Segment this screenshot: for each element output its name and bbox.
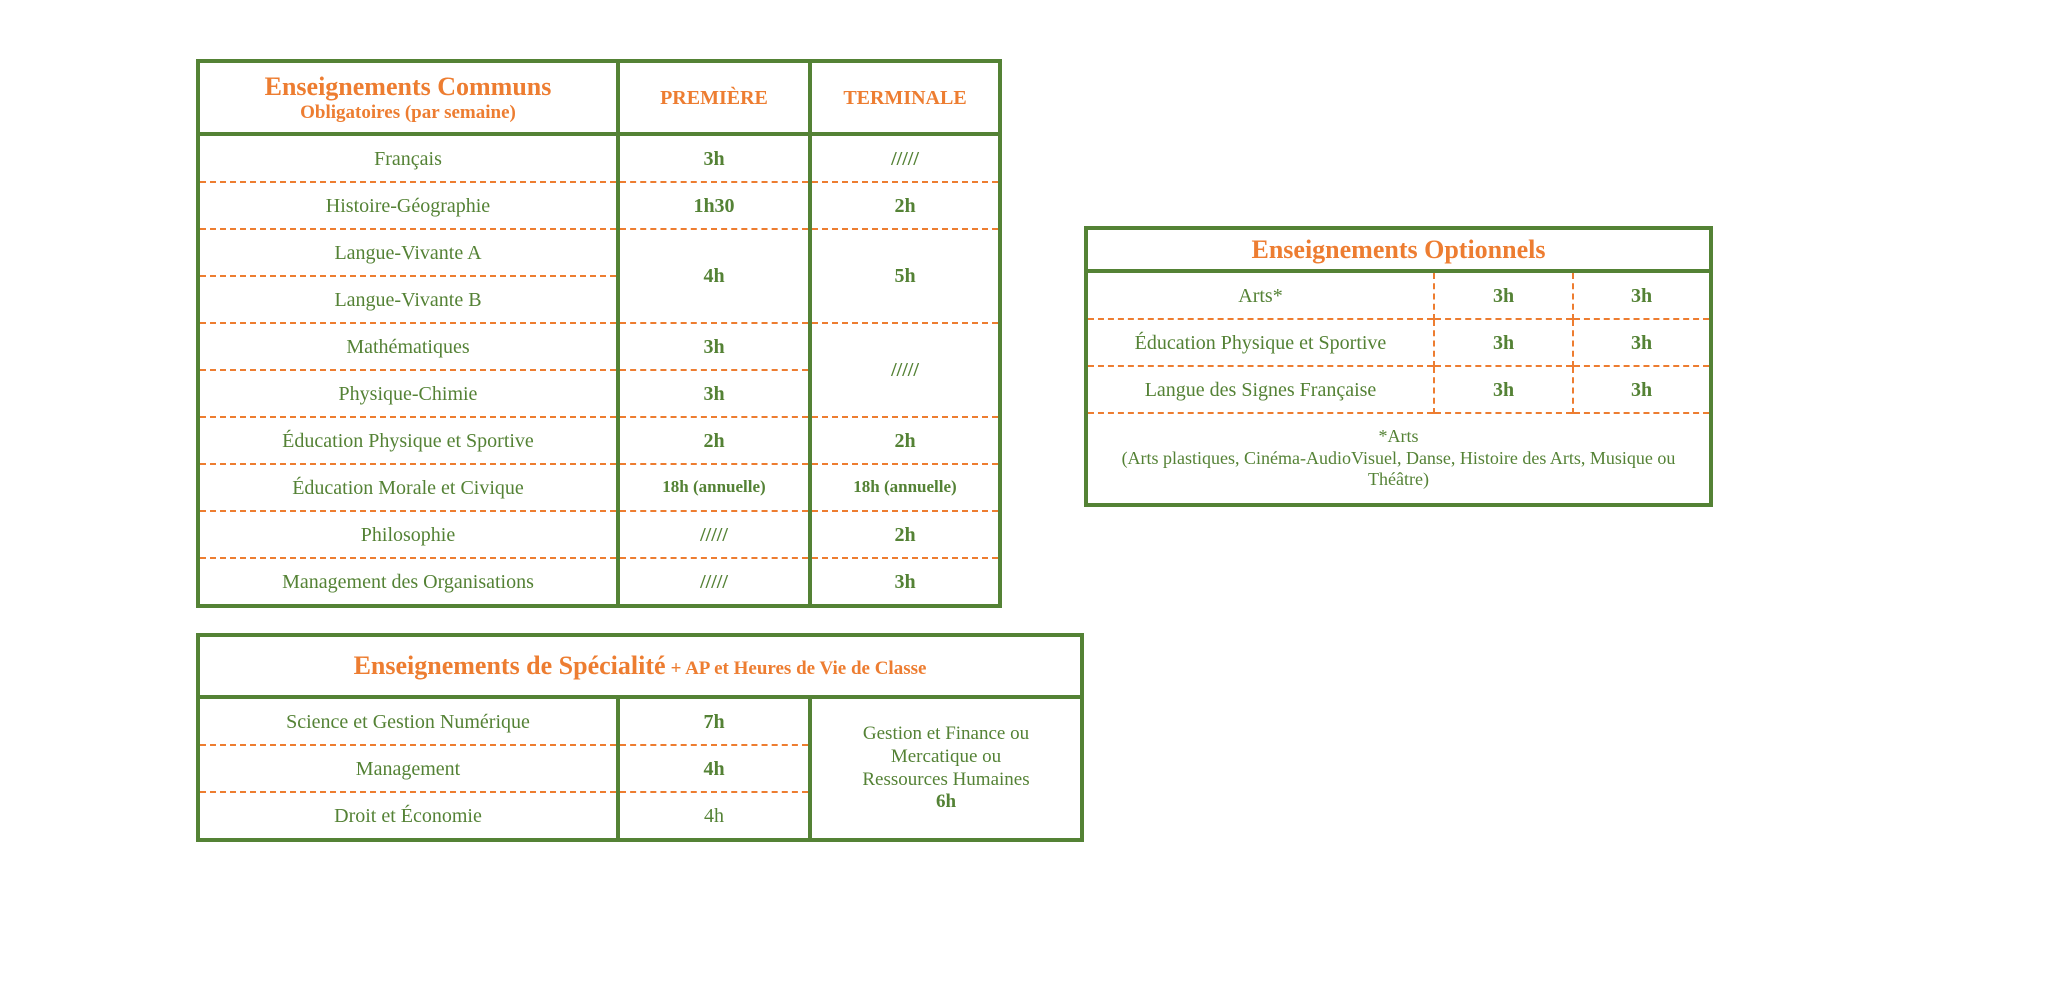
hours-premiere: 3h	[1433, 271, 1573, 319]
subject: Langue des Signes Française	[1086, 365, 1434, 413]
hours-terminale: 3h	[1572, 271, 1711, 319]
hours-terminale: /////	[808, 322, 1000, 417]
hours-premiere: 3h	[616, 322, 810, 370]
subject: Management des Organisations	[198, 557, 618, 606]
subject: Français	[374, 147, 442, 170]
footnote-title: *Arts	[1378, 426, 1419, 447]
subject: Management	[198, 744, 618, 792]
hours-terminale: 5h	[808, 228, 1000, 323]
header-terminale: TERMINALE	[808, 61, 1000, 136]
hours-premiere: 3h	[1433, 318, 1573, 366]
subject: Arts*	[1238, 284, 1283, 307]
hours-premiere: /////	[616, 510, 810, 558]
header-premiere: PREMIÈRE	[616, 61, 810, 136]
hours-premiere: 4h	[616, 791, 810, 840]
subject: Mathématiques	[198, 322, 618, 370]
communs-title: Enseignements Communs	[264, 71, 552, 101]
subject: Langue-Vivante B	[198, 275, 618, 323]
subject: Physique-Chimie	[198, 369, 618, 417]
terminale-hours: 6h	[935, 791, 957, 813]
footnote-body: (Arts plastiques, Cinéma-AudioVisuel, Da…	[1121, 447, 1676, 490]
hours-premiere: 3h	[616, 369, 810, 417]
table-row: Langue-Vivante B	[198, 275, 1000, 323]
arts-footnote: *Arts(Arts plastiques, Cinéma-AudioVisue…	[1086, 412, 1711, 505]
table-row: Management des Organisations/////3h	[198, 557, 1000, 606]
optionnels-title: Enseignements Optionnels	[1086, 228, 1711, 273]
hours-premiere: 4h	[616, 228, 810, 323]
subject: Histoire-Géographie	[198, 181, 618, 229]
specialite-table: Enseignements de Spécialité + AP et Heur…	[196, 633, 1084, 842]
hours-terminale: 3h	[1572, 365, 1711, 413]
table-row: Science et Gestion Numérique 7h Gestion e…	[198, 697, 1082, 840]
hours-premiere: 1h30	[616, 181, 810, 229]
specialite-subtitle: + AP et Heures de Vie de Classe	[670, 658, 927, 680]
subject: Philosophie	[198, 510, 618, 558]
terminale-option: Mercatique ou	[890, 745, 1002, 767]
subject: Science et Gestion Numérique	[286, 710, 530, 733]
subject: Éducation Physique et Sportive	[198, 416, 618, 464]
hours-premiere: 3h	[616, 134, 810, 182]
hours-premiere: 4h	[616, 744, 810, 792]
terminale-option: Gestion et Finance ou	[862, 722, 1030, 744]
hours-premiere: 7h	[616, 697, 810, 745]
subject: Droit et Économie	[198, 791, 618, 840]
specialite-title-cell: Enseignements de Spécialité + AP et Heur…	[198, 635, 1082, 699]
hours-terminale: 2h	[808, 181, 1000, 229]
communs-subtitle: Obligatoires (par semaine)	[300, 101, 516, 123]
hours-premiere: /////	[616, 557, 810, 606]
table-row: Philosophie/////2h	[198, 510, 1000, 558]
table-row: Français 3h/////	[198, 134, 1000, 182]
hours-premiere: 18h (annuelle)	[616, 463, 810, 511]
hours-premiere: 2h	[616, 416, 810, 464]
hours-terminale: 18h (annuelle)	[808, 463, 1000, 511]
hours-terminale: 2h	[808, 416, 1000, 464]
terminale-option: Ressources Humaines	[862, 768, 1030, 790]
specialite-title: Enseignements de Spécialité	[353, 651, 666, 681]
subject: Éducation Physique et Sportive	[1086, 318, 1434, 366]
hours-terminale: /////	[808, 134, 1000, 182]
hours-terminale: 3h	[808, 557, 1000, 606]
hours-terminale: 3h	[1572, 318, 1711, 366]
subject: Éducation Morale et Civique	[198, 463, 618, 511]
hours-terminale: 2h	[808, 510, 1000, 558]
hours-premiere: 3h	[1433, 365, 1573, 413]
subject: Langue-Vivante A	[198, 228, 618, 276]
